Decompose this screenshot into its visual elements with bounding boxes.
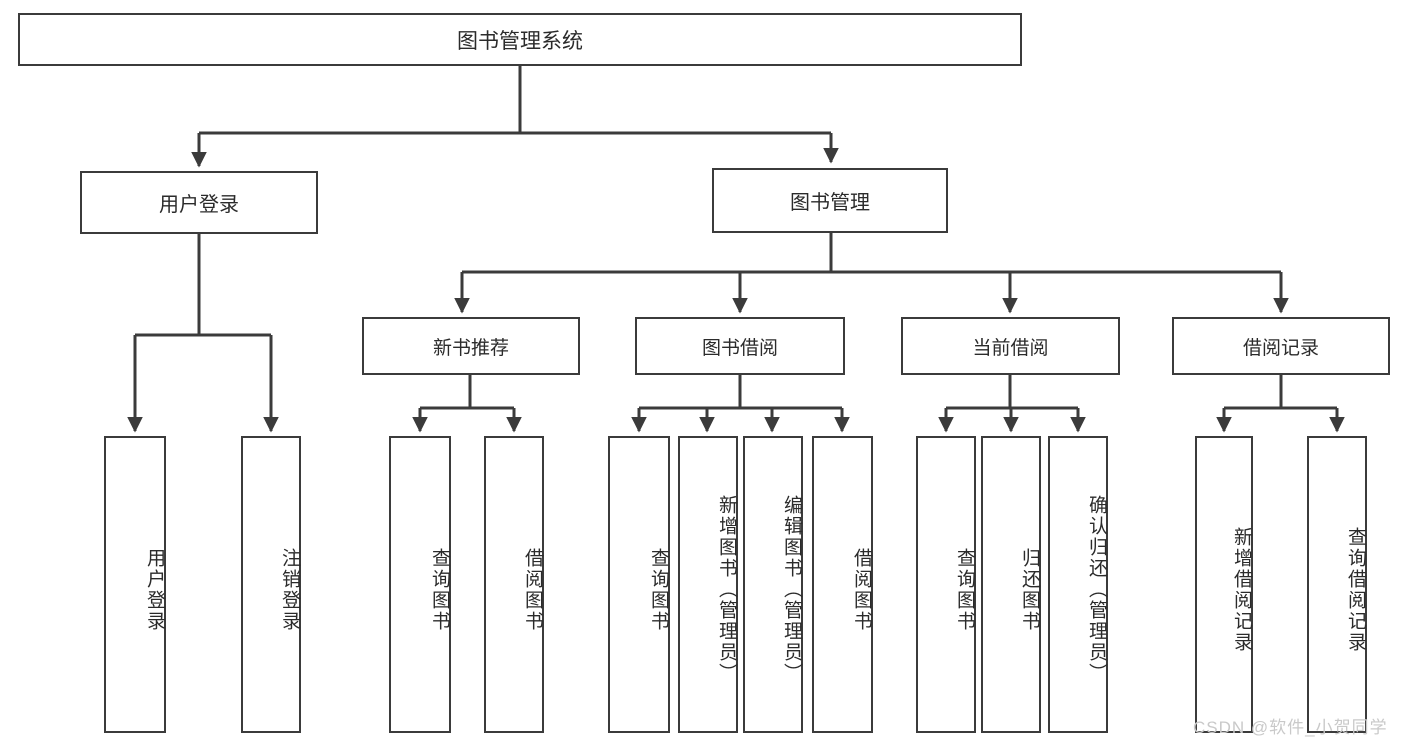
node-book-borrow[interactable]: 图书借阅 [635, 317, 845, 375]
leaf-book-borrow-edit-book-admin[interactable]: 编辑图书（管理员） [743, 436, 803, 733]
leaf-current-borrow-return-book[interactable]: 归还图书 [981, 436, 1041, 733]
node-current-borrow[interactable]: 当前借阅 [901, 317, 1120, 375]
node-new-book-recommend[interactable]: 新书推荐 [362, 317, 580, 375]
leaf-current-borrow-query-book[interactable]: 查询图书 [916, 436, 976, 733]
leaf-borrow-record-query-record[interactable]: 查询借阅记录 [1307, 436, 1367, 733]
leaf-borrow-record-add-record[interactable]: 新增借阅记录 [1195, 436, 1253, 733]
leaf-new-book-borrow-book[interactable]: 借阅图书 [484, 436, 544, 733]
csdn-watermark: CSDN @软件_小贺同学 [1193, 718, 1388, 737]
leaf-user-login-login[interactable]: 用户登录 [104, 436, 166, 733]
node-root-book-management-system[interactable]: 图书管理系统 [18, 13, 1022, 66]
leaf-book-borrow-borrow-book[interactable]: 借阅图书 [812, 436, 873, 733]
node-borrow-record[interactable]: 借阅记录 [1172, 317, 1390, 375]
node-book-management[interactable]: 图书管理 [712, 168, 948, 233]
leaf-user-login-logout[interactable]: 注销登录 [241, 436, 301, 733]
leaf-book-borrow-query-book[interactable]: 查询图书 [608, 436, 670, 733]
leaf-book-borrow-add-book-admin[interactable]: 新增图书（管理员） [678, 436, 738, 733]
node-user-login[interactable]: 用户登录 [80, 171, 318, 234]
leaf-current-borrow-confirm-return-admin[interactable]: 确认归还（管理员） [1048, 436, 1108, 733]
leaf-new-book-query-book[interactable]: 查询图书 [389, 436, 451, 733]
